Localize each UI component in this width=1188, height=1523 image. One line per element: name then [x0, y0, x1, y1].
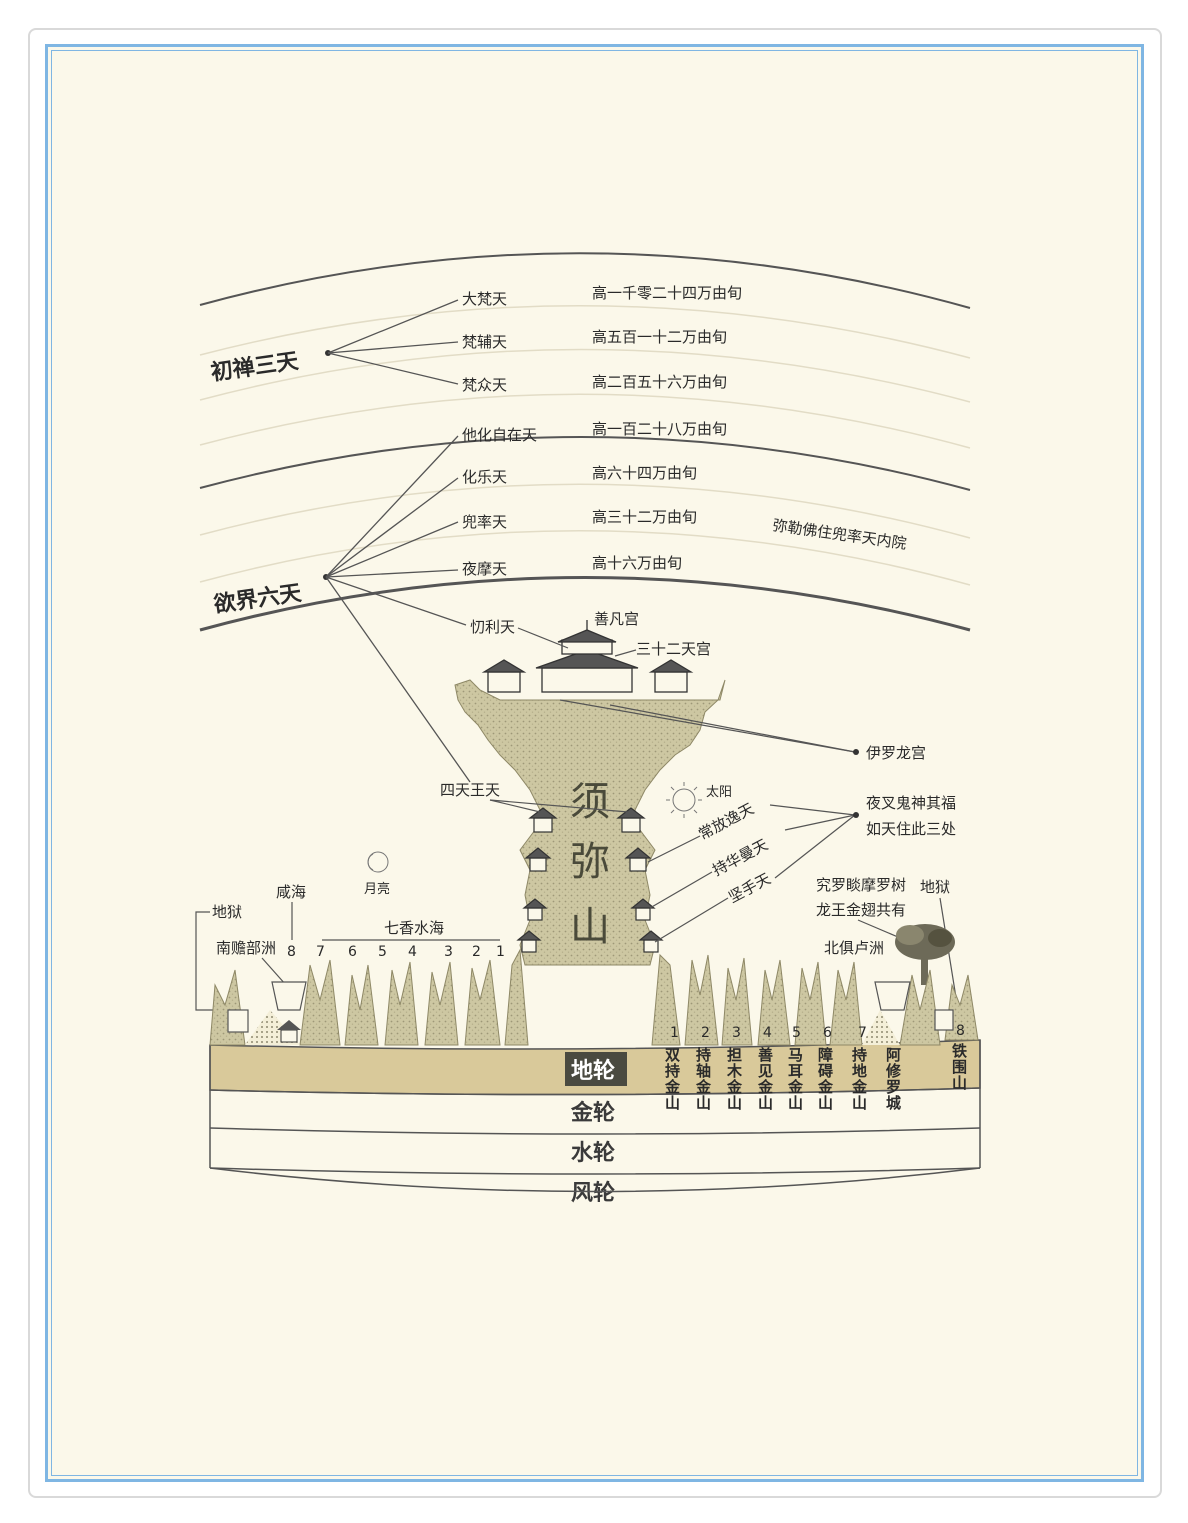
mountain-numbers: 1 2 3 4 5 6 7 8 — [670, 1023, 965, 1041]
desire-realm-title: 欲界六天 — [211, 580, 304, 618]
sea-number-3: 3 — [444, 944, 453, 960]
mountain-name-3: 担木金山 — [726, 1046, 743, 1112]
palace-32-label: 三十二天宫 — [636, 640, 711, 658]
ring-gold: 金轮 — [570, 1100, 615, 1126]
ring-earth: 地轮 — [571, 1058, 615, 1084]
sea-number-8: 8 — [287, 944, 296, 960]
right-hell-label: 地狱 — [920, 878, 950, 896]
tier-lines — [647, 804, 856, 943]
mountain-name-9: 铁围山 — [952, 1042, 967, 1092]
ring-water: 水轮 — [571, 1140, 615, 1166]
uttarakuru-label: 北俱卢洲 — [824, 939, 884, 957]
ring-lines — [209, 1040, 981, 1175]
tree-note-1: 究罗睒摩罗树 — [816, 876, 906, 894]
jambudvipa-label: 南赡部洲 — [216, 939, 276, 957]
heaven-huale: 化乐天 — [462, 468, 507, 486]
side-shrines — [516, 807, 664, 953]
mountain-number-1: 1 — [670, 1025, 679, 1041]
heaven-arcs — [199, 252, 971, 632]
tree-icon — [895, 924, 955, 985]
height-fanfu: 高五百一十二万由旬 — [592, 328, 727, 346]
left-hell-label: 地狱 — [212, 903, 242, 921]
moon-label: 月亮 — [364, 881, 390, 897]
sumeru-char-2: 弥 — [570, 839, 610, 885]
wind-ring-edge — [209, 1167, 981, 1193]
mountain-number-7: 7 — [858, 1025, 867, 1041]
heaven-fanzhong: 梵众天 — [462, 376, 507, 394]
mountain-name-6: 障碍金山 — [817, 1046, 834, 1112]
mountain-number-6: 6 — [823, 1025, 832, 1041]
mountain-number-3: 3 — [732, 1025, 741, 1041]
yaksha-note-1: 夜叉鬼神其福 — [866, 794, 956, 812]
sea-number-1: 1 — [496, 944, 505, 960]
mountain-name-2: 持轴金山 — [695, 1046, 712, 1112]
heaven-fanfu: 梵辅天 — [462, 333, 507, 351]
golden-mountains — [209, 948, 979, 1046]
four-kings-label: 四天王天 — [440, 781, 500, 799]
earth-wheel-box — [565, 1052, 627, 1086]
mountain-name-5: 马耳金山 — [787, 1046, 804, 1112]
four-kings-lines — [489, 799, 629, 813]
sun-icon — [666, 782, 702, 818]
seven-seas-label: 七香水海 — [384, 919, 444, 937]
heaven-doushuai: 兜率天 — [462, 513, 507, 531]
yaksha-note-2: 如天住此三处 — [866, 820, 956, 838]
desire-realm-lines — [325, 435, 471, 783]
tier-jianshou: 坚手天 — [725, 870, 773, 907]
left-hell-shrine — [277, 1020, 301, 1043]
height-doushuai: 高三十二万由旬 — [592, 508, 697, 526]
faint-arcs — [199, 305, 971, 586]
sea-number-2: 2 — [472, 944, 481, 960]
first-dhyana-lines — [327, 299, 459, 385]
height-yemo: 高十六万由旬 — [592, 554, 682, 572]
mountain-name-4: 善见金山 — [757, 1046, 774, 1112]
dragon-palace-lines — [559, 699, 856, 753]
sea-number-4: 4 — [408, 944, 417, 960]
sea-number-5: 5 — [378, 944, 387, 960]
palace-shanfan-label: 善凡宫 — [594, 610, 639, 628]
moon-icon — [367, 851, 389, 873]
mountain-number-2: 2 — [701, 1025, 710, 1041]
sumeru-char-3: 山 — [570, 904, 610, 950]
palace-group — [481, 620, 694, 693]
height-huale: 高六十四万由旬 — [592, 464, 697, 482]
tree-note-2: 龙王金翅共有 — [816, 901, 906, 919]
height-dafan: 高一千零二十四万由旬 — [592, 284, 742, 302]
mountain-number-4: 4 — [763, 1025, 772, 1041]
ring-wind: 风轮 — [571, 1180, 615, 1206]
mountain-name-7: 持地金山 — [851, 1046, 868, 1112]
continents — [227, 981, 954, 1033]
mountain-name-8: 阿修罗城 — [885, 1046, 902, 1112]
tier-changfangyi: 常放逸天 — [695, 799, 756, 843]
height-fanzhong: 高二百五十六万由旬 — [592, 373, 727, 391]
heaven-tahuazizai: 他化自在天 — [462, 426, 537, 444]
heaven-yemo: 夜摩天 — [462, 560, 507, 578]
salt-sea-label: 咸海 — [276, 883, 306, 901]
sea-numbers: 8 7 6 5 4 3 2 1 — [287, 944, 505, 960]
trayastrimsa-label: 忉利天 — [470, 618, 515, 636]
mountain-name-1: 双持金山 — [664, 1046, 681, 1112]
sun-label: 太阳 — [706, 785, 732, 800]
sea-number-6: 6 — [348, 944, 357, 960]
dragon-palace-label: 伊罗龙宫 — [866, 744, 926, 762]
mountain-number-5: 5 — [792, 1025, 801, 1041]
palace-lines — [517, 627, 637, 657]
sea-number-7: 7 — [316, 944, 325, 960]
sumeru-char-1: 须 — [570, 779, 610, 825]
height-tahuazizai: 高一百二十八万由旬 — [592, 420, 727, 438]
mountain-number-8: 8 — [956, 1023, 965, 1039]
heaven-dafan: 大梵天 — [462, 290, 507, 308]
